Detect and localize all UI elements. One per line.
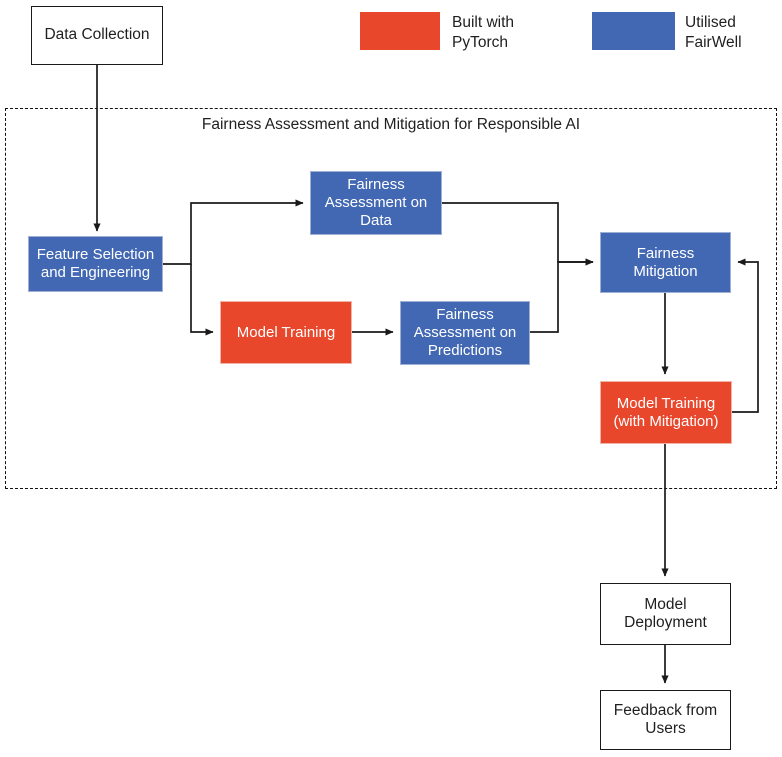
- legend-label-1: Utilised FairWell: [685, 14, 742, 51]
- legend-label-0: Built with PyTorch: [452, 14, 515, 51]
- node-fairness-assessment-predictions[interactable]: Fairness Assessment on Predictions: [400, 301, 530, 365]
- node-feature-selection[interactable]: Feature Selection and Engineering: [28, 236, 163, 292]
- node-data-collection[interactable]: Data Collection: [31, 6, 163, 65]
- node-fairness-assessment-data[interactable]: Fairness Assessment on Data: [310, 171, 442, 235]
- node-model-deployment[interactable]: Model Deployment: [600, 583, 731, 645]
- responsible-ai-group-box: [5, 108, 777, 489]
- node-model-training[interactable]: Model Training: [220, 301, 352, 364]
- node-feedback-from-users[interactable]: Feedback from Users: [600, 690, 731, 750]
- node-model-training-mitigation[interactable]: Model Training (with Mitigation): [600, 381, 732, 444]
- legend-swatch-1: [592, 12, 675, 50]
- node-fairness-mitigation[interactable]: Fairness Mitigation: [600, 232, 731, 293]
- legend-swatch-0: [360, 12, 440, 50]
- group-title: Fairness Assessment and Mitigation for R…: [201, 116, 581, 133]
